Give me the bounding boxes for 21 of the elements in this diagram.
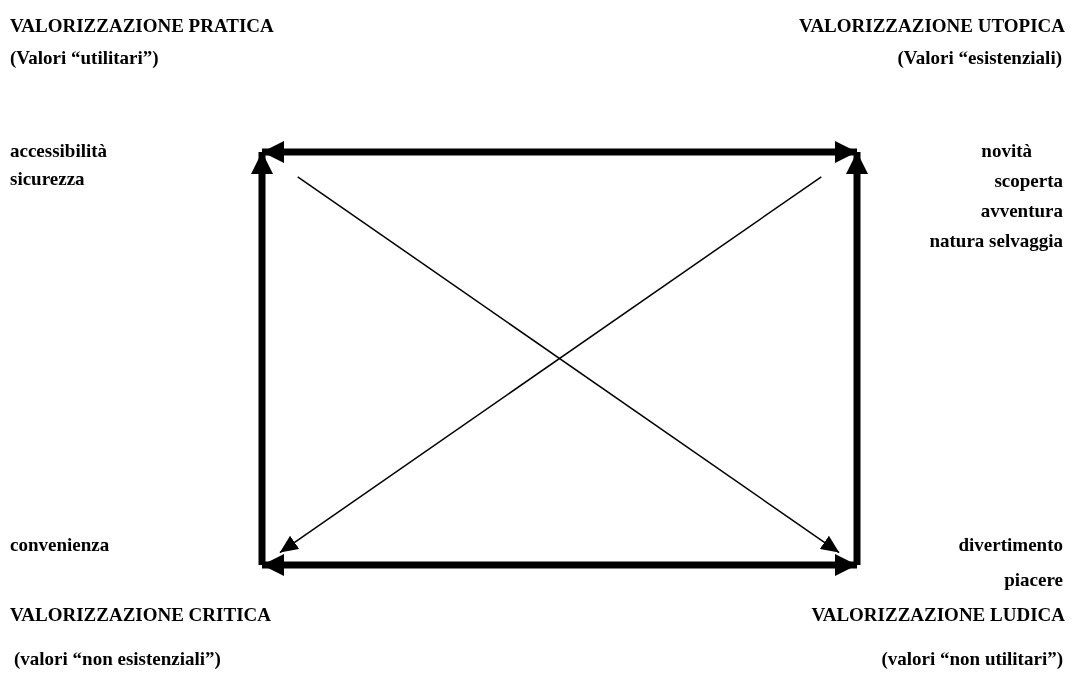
value-label: convenienza — [10, 535, 110, 554]
value-label: novità — [981, 141, 1032, 160]
value-label: avventura — [980, 201, 1063, 220]
value-label: (valori “non esistenziali”) — [14, 649, 221, 668]
heading: VALORIZZAZIONE UTOPICA — [799, 16, 1065, 35]
value-label: accessibilità — [10, 141, 108, 160]
arrow — [262, 141, 857, 163]
value-label: (valori “non utilitari”) — [881, 649, 1063, 668]
value-label: piacere — [1004, 570, 1063, 589]
value-label: scoperta — [994, 171, 1063, 190]
arrow — [846, 152, 868, 565]
value-label: natura selvaggia — [929, 231, 1063, 250]
arrow — [262, 554, 857, 576]
heading: VALORIZZAZIONE PRATICA — [10, 16, 274, 35]
heading: VALORIZZAZIONE CRITICA — [10, 605, 271, 624]
value-label: sicurezza — [10, 169, 85, 188]
heading: (Valori “esistenziali) — [897, 48, 1062, 67]
arrow — [251, 152, 273, 565]
value-label: divertimento — [958, 535, 1063, 554]
value-label: VALORIZZAZIONE LUDICA — [811, 605, 1065, 624]
heading: (Valori “utilitari”) — [10, 48, 159, 67]
